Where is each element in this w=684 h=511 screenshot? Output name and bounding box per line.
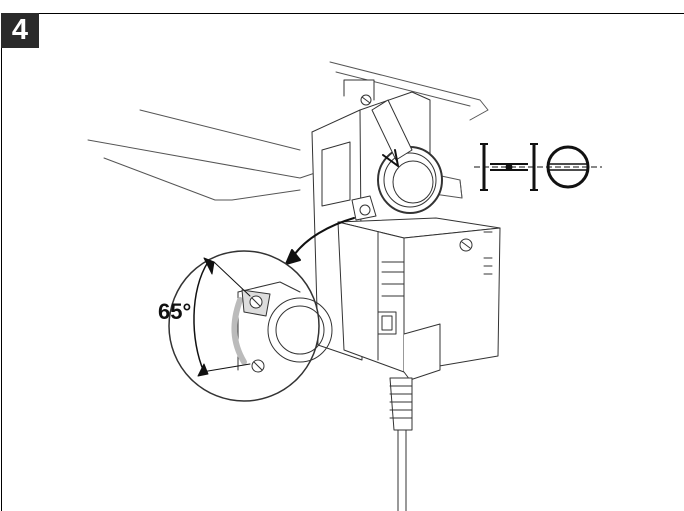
angle-detail-circle [168,250,333,402]
damper-closed-icon [546,145,590,189]
step-badge: 4 [1,13,39,48]
left-border [1,13,2,511]
angle-label: 65° [158,299,192,324]
actuator-housing [337,217,501,381]
mounting-plate [87,61,489,201]
damper-open-icon [474,143,602,191]
shaft-clamp [351,99,443,221]
power-cable [389,377,413,511]
detail-arrow [285,217,355,265]
top-border [1,13,684,14]
